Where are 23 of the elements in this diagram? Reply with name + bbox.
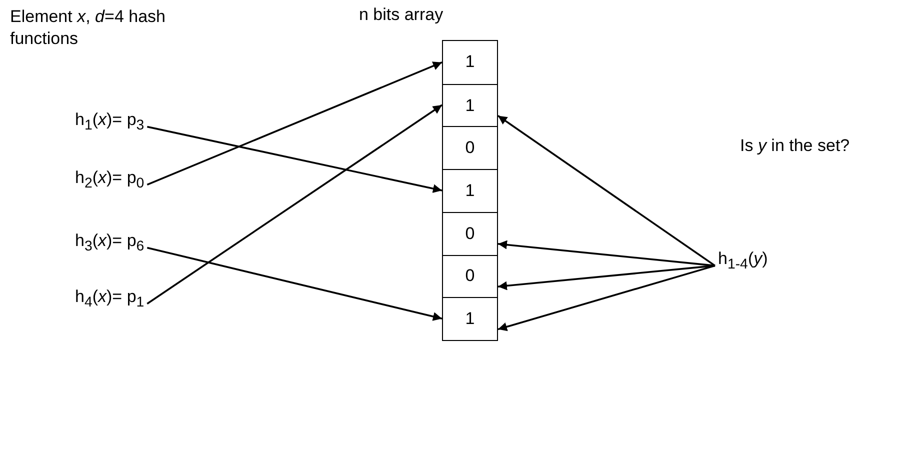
bit-value: 0 xyxy=(443,126,497,170)
question-text: Is y in the set? xyxy=(740,135,851,157)
bit-value: 0 xyxy=(443,254,497,298)
bit-value: 1 xyxy=(443,297,497,340)
array-heading: n bits array xyxy=(359,5,444,25)
bit-value: 1 xyxy=(443,169,497,212)
arrow xyxy=(146,104,442,304)
arrow xyxy=(497,114,716,266)
bit-value: 1 xyxy=(443,84,497,126)
heading-text: Element x, d=4 hash functions xyxy=(10,6,166,50)
arrow xyxy=(146,62,442,186)
bit-value: 0 xyxy=(443,212,497,255)
arrow xyxy=(498,240,716,267)
arrow xyxy=(146,246,442,321)
hash-label: h$_{1}$(x)= p$_{3}$ xyxy=(75,110,144,136)
hash-label: h$_{4}$(x)= p$_{1}$ xyxy=(75,287,144,312)
bit-value: 1 xyxy=(443,41,497,84)
hash-label: h$_{2}$(x)= p$_{0}$ xyxy=(75,168,144,194)
arrow xyxy=(146,126,442,193)
arrow xyxy=(498,264,716,332)
arrow xyxy=(498,264,716,290)
hash-label: h$_{1-4}$(y) xyxy=(718,249,768,274)
hash-label: h$_{3}$(x)= p$_{6}$ xyxy=(75,231,144,256)
